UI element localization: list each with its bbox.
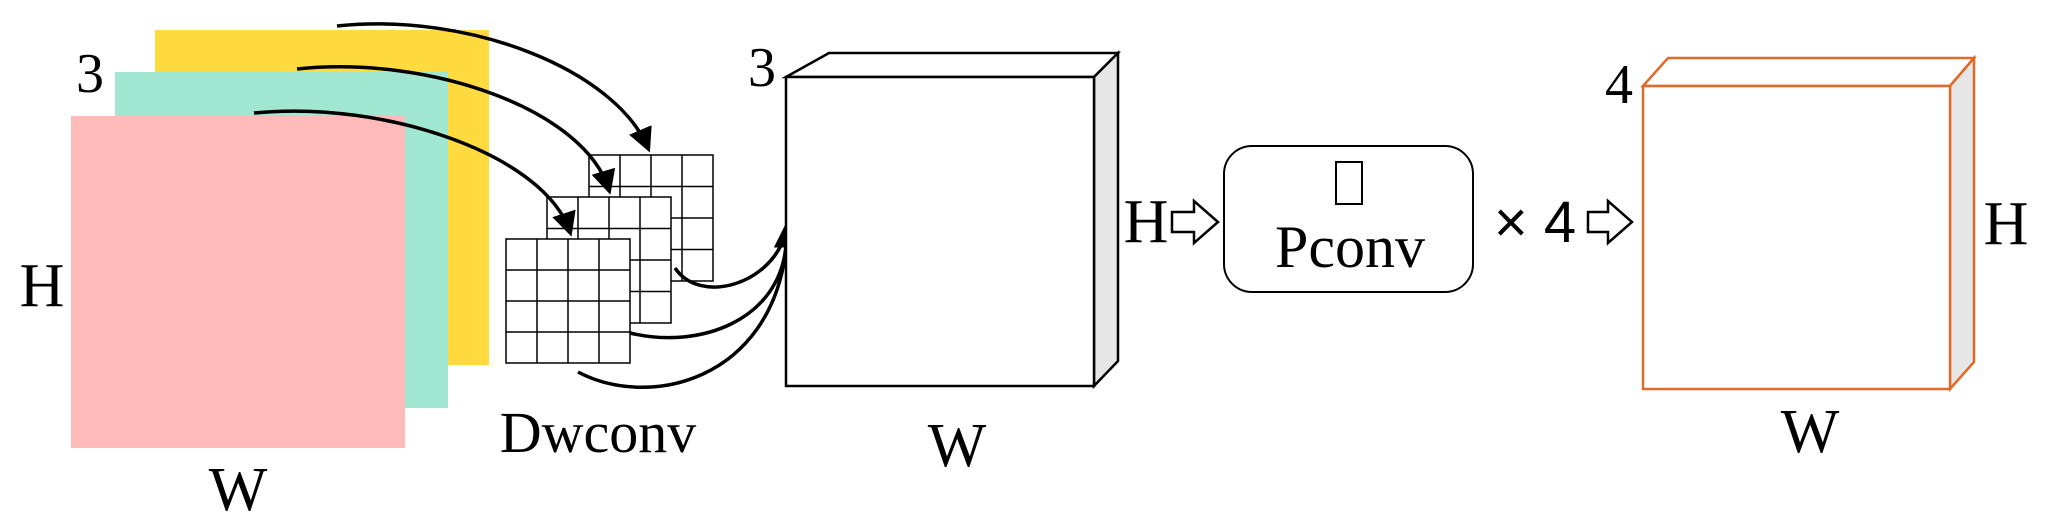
dwconv-label: Dwconv xyxy=(500,400,697,465)
middle-feature-block xyxy=(781,49,1122,390)
middle-block-side xyxy=(1092,49,1120,390)
middle-block-top xyxy=(781,51,1122,79)
hollow-arrow-to-output xyxy=(1586,198,1634,246)
output-feature-block xyxy=(1640,54,1977,393)
arrow-kernel-mid-out xyxy=(629,244,788,340)
output-block-front xyxy=(1641,84,1952,391)
kernel-grid-front xyxy=(505,238,631,364)
input-width-label: W xyxy=(209,456,268,524)
arrow-kernel-front-out xyxy=(577,249,788,390)
output-channels-label: 4 xyxy=(1605,54,1633,116)
pconv-box xyxy=(1223,145,1474,293)
input-height-label: H xyxy=(20,252,65,320)
pconv-kernel-icon xyxy=(1335,161,1363,205)
output-height-label: H xyxy=(1984,190,2029,258)
middle-width-label: W xyxy=(928,412,987,480)
channel-map-pink xyxy=(71,116,405,448)
pconv-label: Pconv xyxy=(1275,214,1425,280)
middle-height-label: H xyxy=(1124,188,1169,256)
output-block-top xyxy=(1640,56,1977,88)
hollow-arrow-to-pconv xyxy=(1170,198,1220,246)
input-feature-maps xyxy=(71,30,489,448)
arrow-teal-to-kernel xyxy=(296,65,616,195)
kernel-to-block-arrows xyxy=(577,223,799,390)
arrow-kernel-back-out xyxy=(673,234,787,289)
output-width-label: W xyxy=(1781,398,1840,466)
output-block-side xyxy=(1948,54,1976,393)
input-channels-label: 3 xyxy=(76,43,104,105)
pconv-multiplier: × 4 xyxy=(1494,190,1576,255)
channel-to-kernel-arrows xyxy=(253,22,652,237)
middle-block-front xyxy=(784,75,1096,388)
middle-channels-label: 3 xyxy=(748,37,776,99)
arrow-pink-to-kernel xyxy=(253,109,576,237)
arrow-yellow-to-kernel xyxy=(336,22,652,153)
